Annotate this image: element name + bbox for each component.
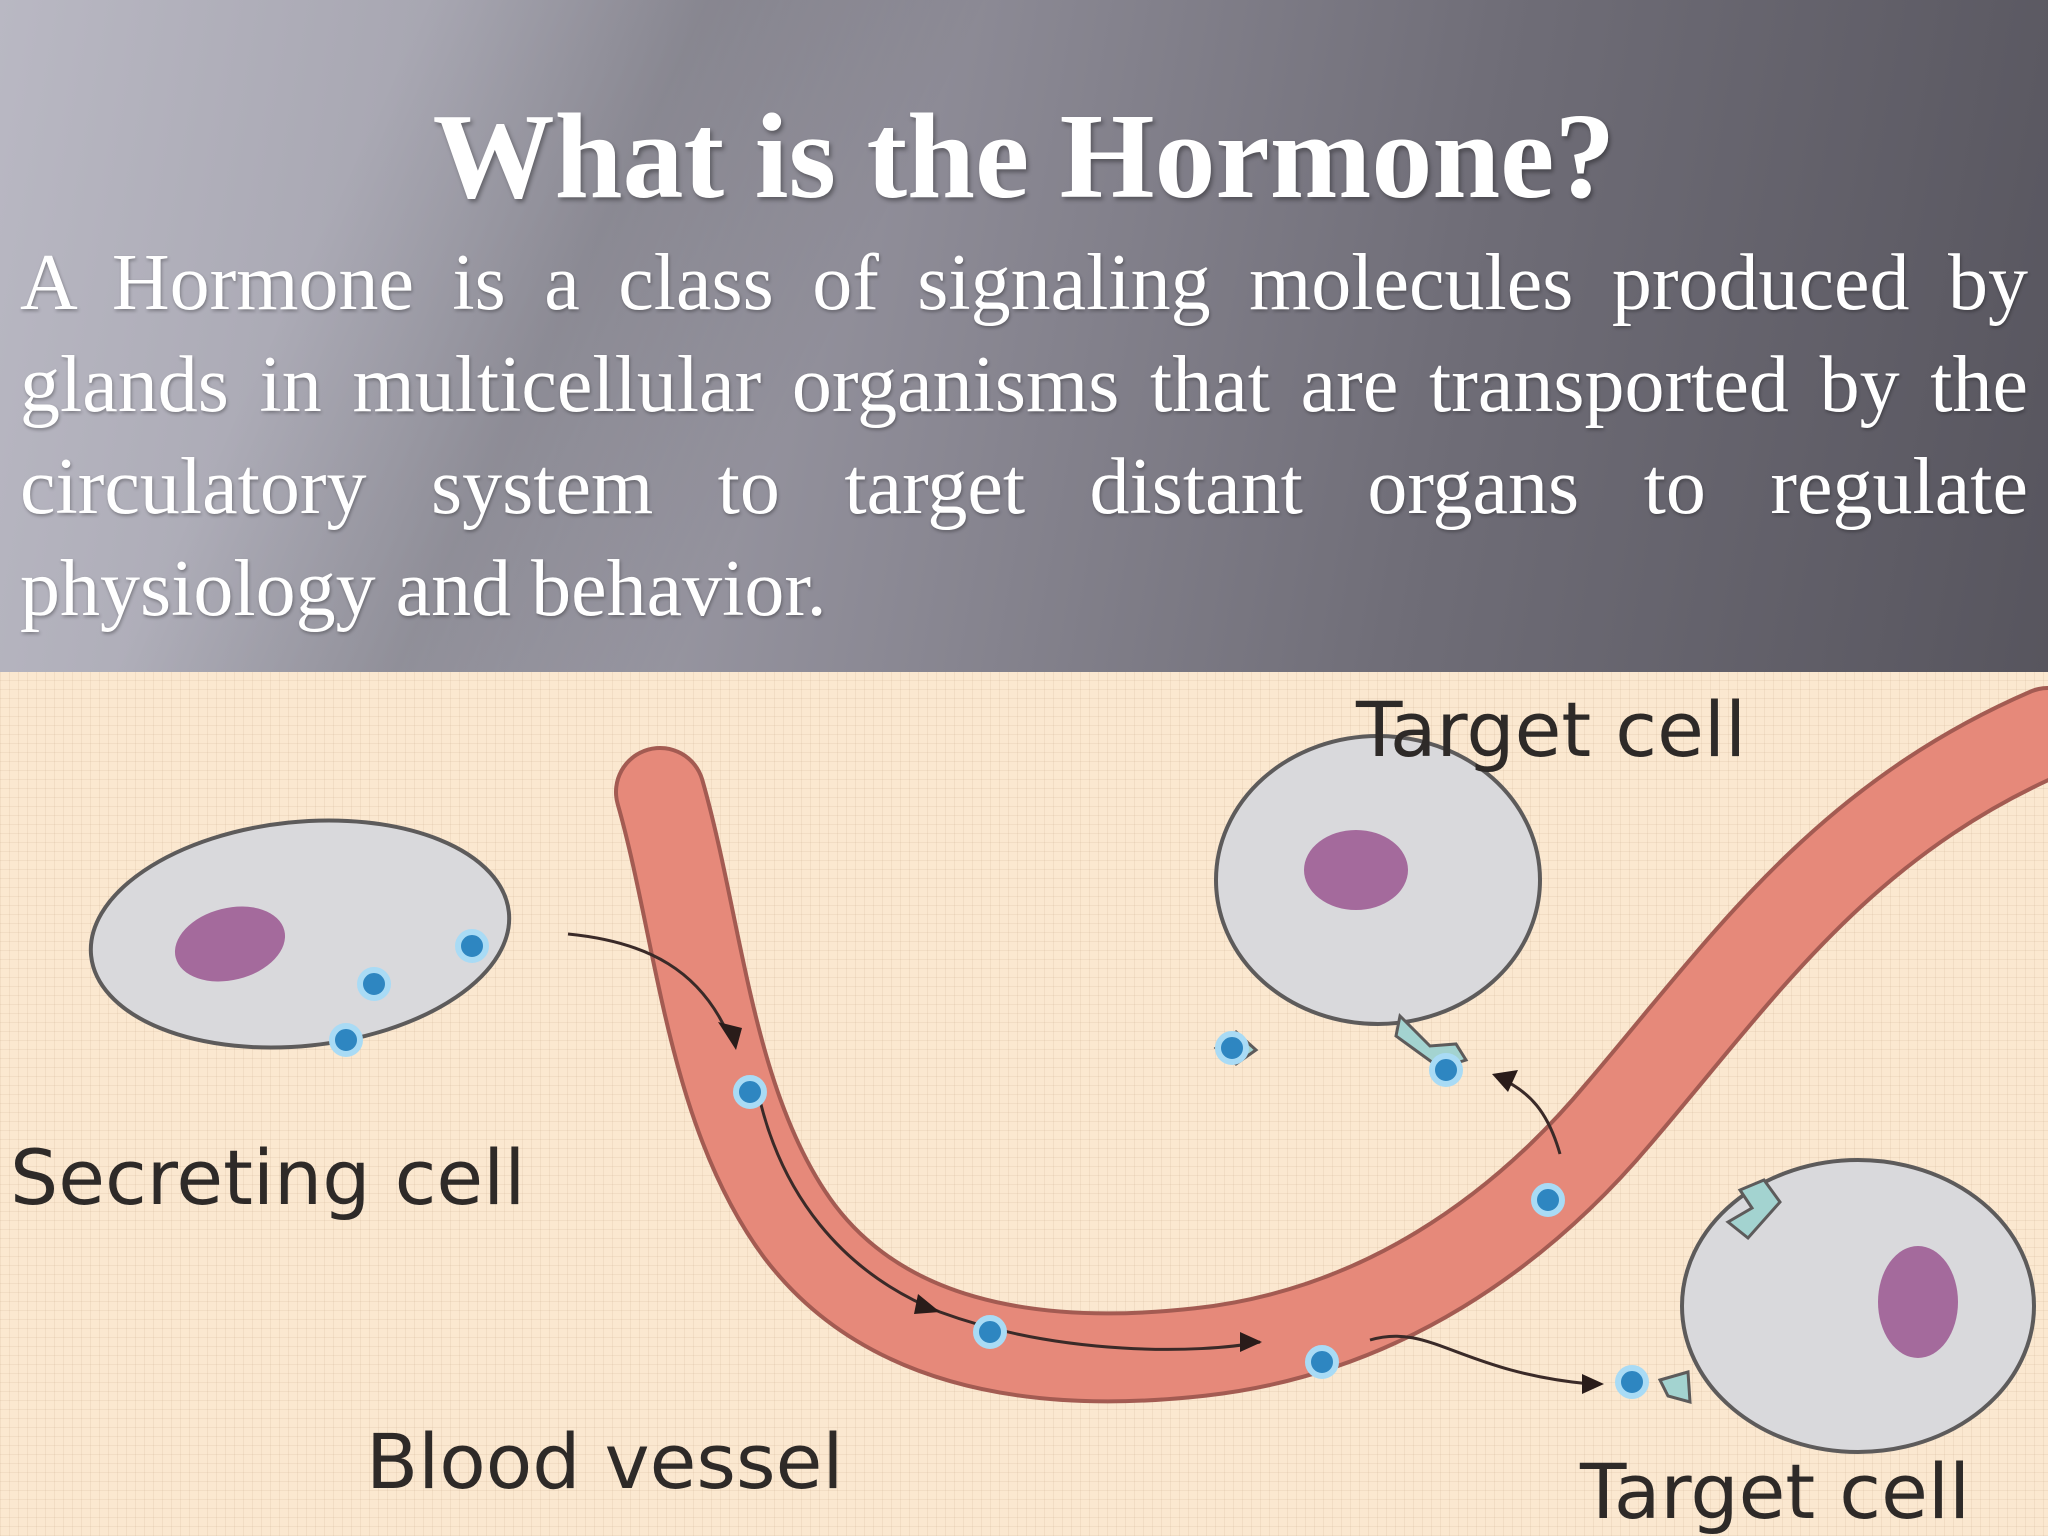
- slide-body-text: A Hormone is a class of signaling molecu…: [20, 239, 2028, 633]
- label-target-cell-bottom: Target cell: [1579, 1447, 1970, 1536]
- hormone-diagram-svg: Secreting cell Blood vessel Target cell …: [10, 685, 2048, 1536]
- slide-header: What is the Hormone? A Hormone is a clas…: [0, 0, 2048, 672]
- hormone-molecule: [357, 967, 391, 1001]
- label-blood-vessel: Blood vessel: [366, 1417, 843, 1506]
- hormone-diagram: Secreting cell Blood vessel Target cell …: [0, 672, 2048, 1536]
- label-target-cell-top: Target cell: [1355, 685, 1746, 774]
- receptor-bottom-top: [1725, 1178, 1782, 1241]
- secretion-arrow-head: [718, 1022, 742, 1050]
- hormone-molecule: [455, 929, 489, 963]
- target-cell-bottom-nucleus: [1878, 1246, 1958, 1358]
- flow-arrow-line: [756, 1091, 1261, 1351]
- target-cell-bottom: [1680, 1158, 2036, 1454]
- blood-vessel-fill: [618, 690, 2048, 1400]
- flow-arrow-head: [1240, 1332, 1262, 1352]
- target-cell-top-nucleus: [1304, 830, 1408, 910]
- hormone-molecule: [1429, 1053, 1463, 1087]
- secreting-cell: [88, 818, 512, 1050]
- hormone-molecule: [973, 1315, 1007, 1349]
- hormone-molecule: [1615, 1365, 1649, 1399]
- hormone-molecule: [1215, 1031, 1249, 1065]
- hormone-molecule: [733, 1075, 767, 1109]
- label-secreting-cell: Secreting cell: [10, 1133, 525, 1222]
- secreting-cell-nucleus: [174, 906, 286, 982]
- hormone-molecule: [329, 1023, 363, 1057]
- uptake-arrow-top-head: [1492, 1070, 1518, 1092]
- uptake-arrow-bottom: [1369, 1334, 1591, 1386]
- secretion-arrow: [567, 932, 730, 1035]
- receptor-bottom-left: [1657, 1370, 1692, 1405]
- slide-title: What is the Hormone?: [432, 89, 1616, 224]
- hormone-molecule: [1531, 1183, 1565, 1217]
- flow-arrow-head: [914, 1294, 940, 1314]
- hormone-molecule: [1305, 1345, 1339, 1379]
- uptake-arrow-bottom-head: [1582, 1374, 1604, 1394]
